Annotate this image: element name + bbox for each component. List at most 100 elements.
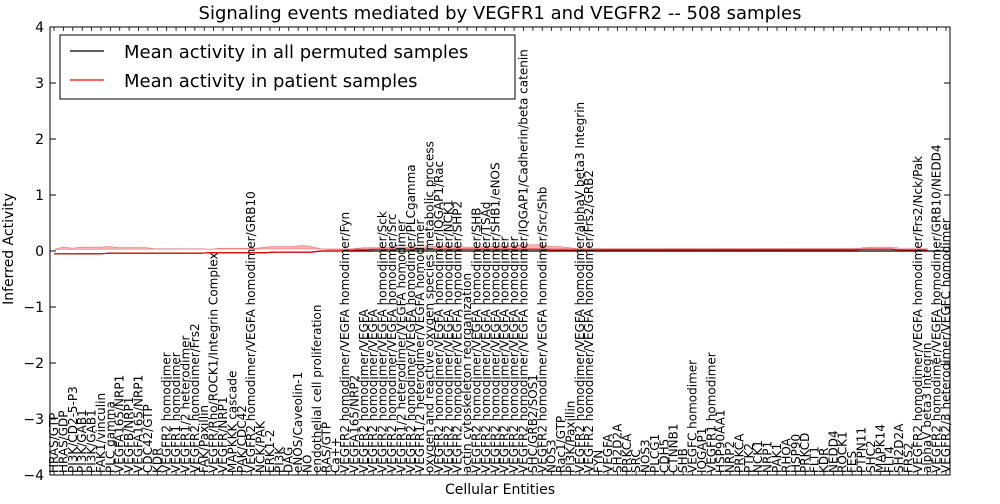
x-tick-label: VEGFR2 homodimer/VEGFA homodimer [507, 236, 521, 473]
x-tick-label: ERK1-2 [263, 430, 277, 473]
x-tick-label: VEGFR/Rho/ROCK1/Integrin Complex [207, 252, 221, 473]
x-tick-label: FAK/Paxillin [197, 405, 211, 473]
x-tick-label: VEGFC homodimer [685, 360, 699, 473]
x-tick-label: DAG [282, 447, 296, 473]
x-tick-label: alphaV beta3 Integrin [920, 342, 934, 473]
legend-box [59, 34, 516, 100]
x-tick-label: SHC/GRB2/SOS1 [526, 374, 540, 473]
x-tick-label: FLT1 [808, 446, 822, 473]
x-tick-label: CDH5 [657, 439, 671, 473]
x-tick-label: RHOA [779, 437, 793, 473]
x-tick-label: NEDD4 [826, 430, 840, 473]
x-tick-label: VEGFR1 homodimer [169, 352, 183, 473]
y-axis-label: Inferred Activity [1, 193, 17, 305]
y-tick-label: −2 [23, 356, 44, 372]
series-line-1 [54, 248, 928, 255]
x-tick-label: VEGFR1/2 heterodimer/VEGFA homodimer [413, 220, 427, 473]
x-tick-label: VEGFR2 homodimer/VEGFA homodimer/NCK1 [441, 199, 455, 473]
x-tick-label: ROCK1 [836, 431, 850, 473]
x-tick-label: NRP2 [723, 441, 737, 473]
x-tick-label: VEGFR2 homodimer/VEGFA homodimer/Sck [376, 211, 390, 473]
y-tick-label: −4 [23, 468, 44, 484]
x-tick-label: NOS3 [545, 439, 559, 473]
x-tick-label: VEGFR2 homodimer/Frs2 [188, 323, 202, 473]
x-tick-label: PI3K/GAB1 [75, 409, 89, 473]
x-tick-label: FAK1/vinculin [94, 393, 108, 473]
x-tick-label: CTNNB1 [667, 423, 681, 473]
y-tick-label: −3 [23, 412, 44, 428]
x-tick-label: VEGFR2 homodimer/VEGFA homodimer/Frs2/GR… [582, 170, 596, 473]
y-tick-label: −1 [23, 300, 44, 316]
x-tick-label: VEGFR2 homodimer/VEGFA homodimer/PLCgamm… [404, 164, 418, 473]
x-tick-label: VEGFA165/NRP1 [113, 375, 127, 473]
x-tick-label: PRKCA [620, 433, 634, 473]
x-tick-label: HRAS/GDP [56, 410, 70, 473]
x-tick-label: NCK1 [751, 440, 765, 473]
x-tick-label: VEGFR2 homodimer/VEGFA homodimer/SHB1/eN… [488, 162, 502, 473]
x-tick-label: FYN [592, 450, 606, 473]
x-tick-label: CDC42/GTP [141, 404, 155, 473]
x-tick-label: KDR [150, 448, 164, 473]
x-tick-label: VEGFR2 homodimer/VEGFA [366, 308, 380, 473]
x-tick-label: VEGFR2 homodimer/VEGFA homodimer/IQGAP1/… [516, 49, 530, 473]
x-tick-label: PLCG1 [648, 434, 662, 473]
x-tick-label: Rac1/GTP [554, 416, 568, 473]
x-tick-label: oxygen and reactive oxygen species metab… [423, 141, 437, 473]
chart-title: Signaling events mediated by VEGFR1 and … [199, 3, 802, 24]
x-tick-label: PAK1 [770, 443, 784, 473]
y-tick-label: 0 [35, 244, 44, 260]
x-tick-label: HRAS/GTP [47, 413, 61, 473]
x-tick-label: VEGFA165/NRP1 [132, 375, 146, 473]
x-tick-label: VEGFR2 homodimer/VEGFA [357, 308, 371, 473]
x-tick-label: PTK2 [742, 443, 756, 473]
x-tick-label: KDR [817, 448, 831, 473]
legend: Mean activity in all permuted samples Me… [59, 34, 516, 100]
x-tick-label: VEGFR2 homodimer/VEGFA homodimer [498, 236, 512, 473]
x-tick-label: PRKCD [798, 433, 812, 473]
x-tick-label: VEGFR2 homodimer/VEGFA homodimer/IQGAP1/… [432, 161, 446, 473]
x-tick-label: NCK/PAK [254, 420, 268, 473]
x-tick-label: endothelial cell proliferation [310, 305, 324, 473]
x-tick-label: PI3K/GAB1 [85, 409, 99, 473]
x-tick-label: SH2D2A [892, 423, 906, 473]
x-tick-label: MAPK14 [873, 424, 887, 473]
x-tick-label: PI3K [272, 446, 286, 473]
x-tick-label: VEGFR2 homodimer/VEGFA homodimer/TSAd [479, 202, 493, 473]
x-tick-label: IQGAP1 [695, 428, 709, 473]
y-tick-label: 2 [35, 132, 44, 148]
x-tick-label: VEGFR2 homodimer/VEGFA homodimer/SHP2 [451, 201, 465, 473]
x-tick-label: RAS/GTP [319, 422, 333, 473]
legend-label-permuted: Mean activity in all permuted samples [124, 42, 468, 63]
x-tick-label: PLC gamma [103, 401, 117, 473]
x-tick-label: VEGFR2 homodimer/VEGFA homodimer/Frs2/Nc… [911, 156, 925, 473]
plot-area [53, 244, 950, 255]
x-tick-label: VEGFR2 homodimer/VEGFA homodimer/GRB10/N… [930, 144, 944, 473]
x-tick-label: actin cytoskeleton reorganization [460, 273, 474, 473]
x-axis-label: Cellular Entities [445, 482, 555, 498]
x-tick-label: PTPN11 [854, 427, 868, 473]
y-tick-label: 1 [35, 188, 44, 204]
x-tick-label: HSP90AA1 [714, 409, 728, 473]
x-tick-label: NO [301, 455, 315, 473]
x-tick-label: Ca++ [329, 437, 343, 473]
legend-label-patient: Mean activity in patient samples [124, 71, 418, 92]
x-tick-label: SHB [676, 448, 690, 473]
x-tick-label: VEGFA165/NRP2 [347, 375, 361, 473]
x-tick-label: PAK/CDC42 [235, 405, 249, 473]
x-tick-label: SH2D2A [610, 423, 624, 473]
x-tick-label: VEGFR1/2 heterodimer [178, 335, 192, 473]
x-tick-label: MAPKKK cascade [225, 371, 239, 473]
x-tick-label: NRP1 [761, 441, 775, 473]
x-tick-label: VEGFR/NRP1 [216, 396, 230, 473]
y-tick-label: 3 [35, 76, 44, 92]
x-tick-label: VEGFR2 homodimer/VEGFA homodimer/Src/Shb [535, 187, 549, 473]
x-tick-label: HSP90 [789, 434, 803, 473]
x-tick-label: SRC [629, 449, 643, 473]
x-tick-label: PI3K/Paxillin [563, 401, 577, 473]
x-tick-label: FES [845, 451, 859, 473]
x-tick-label: VEGFR2 homodimer/VEGFA homodimer/Src [385, 213, 399, 473]
x-tick-label: VEGFR2 homodimer [160, 352, 174, 473]
x-tick-label: VEGFR2/3 heterodimer/VEGFC homodimer [939, 218, 953, 473]
